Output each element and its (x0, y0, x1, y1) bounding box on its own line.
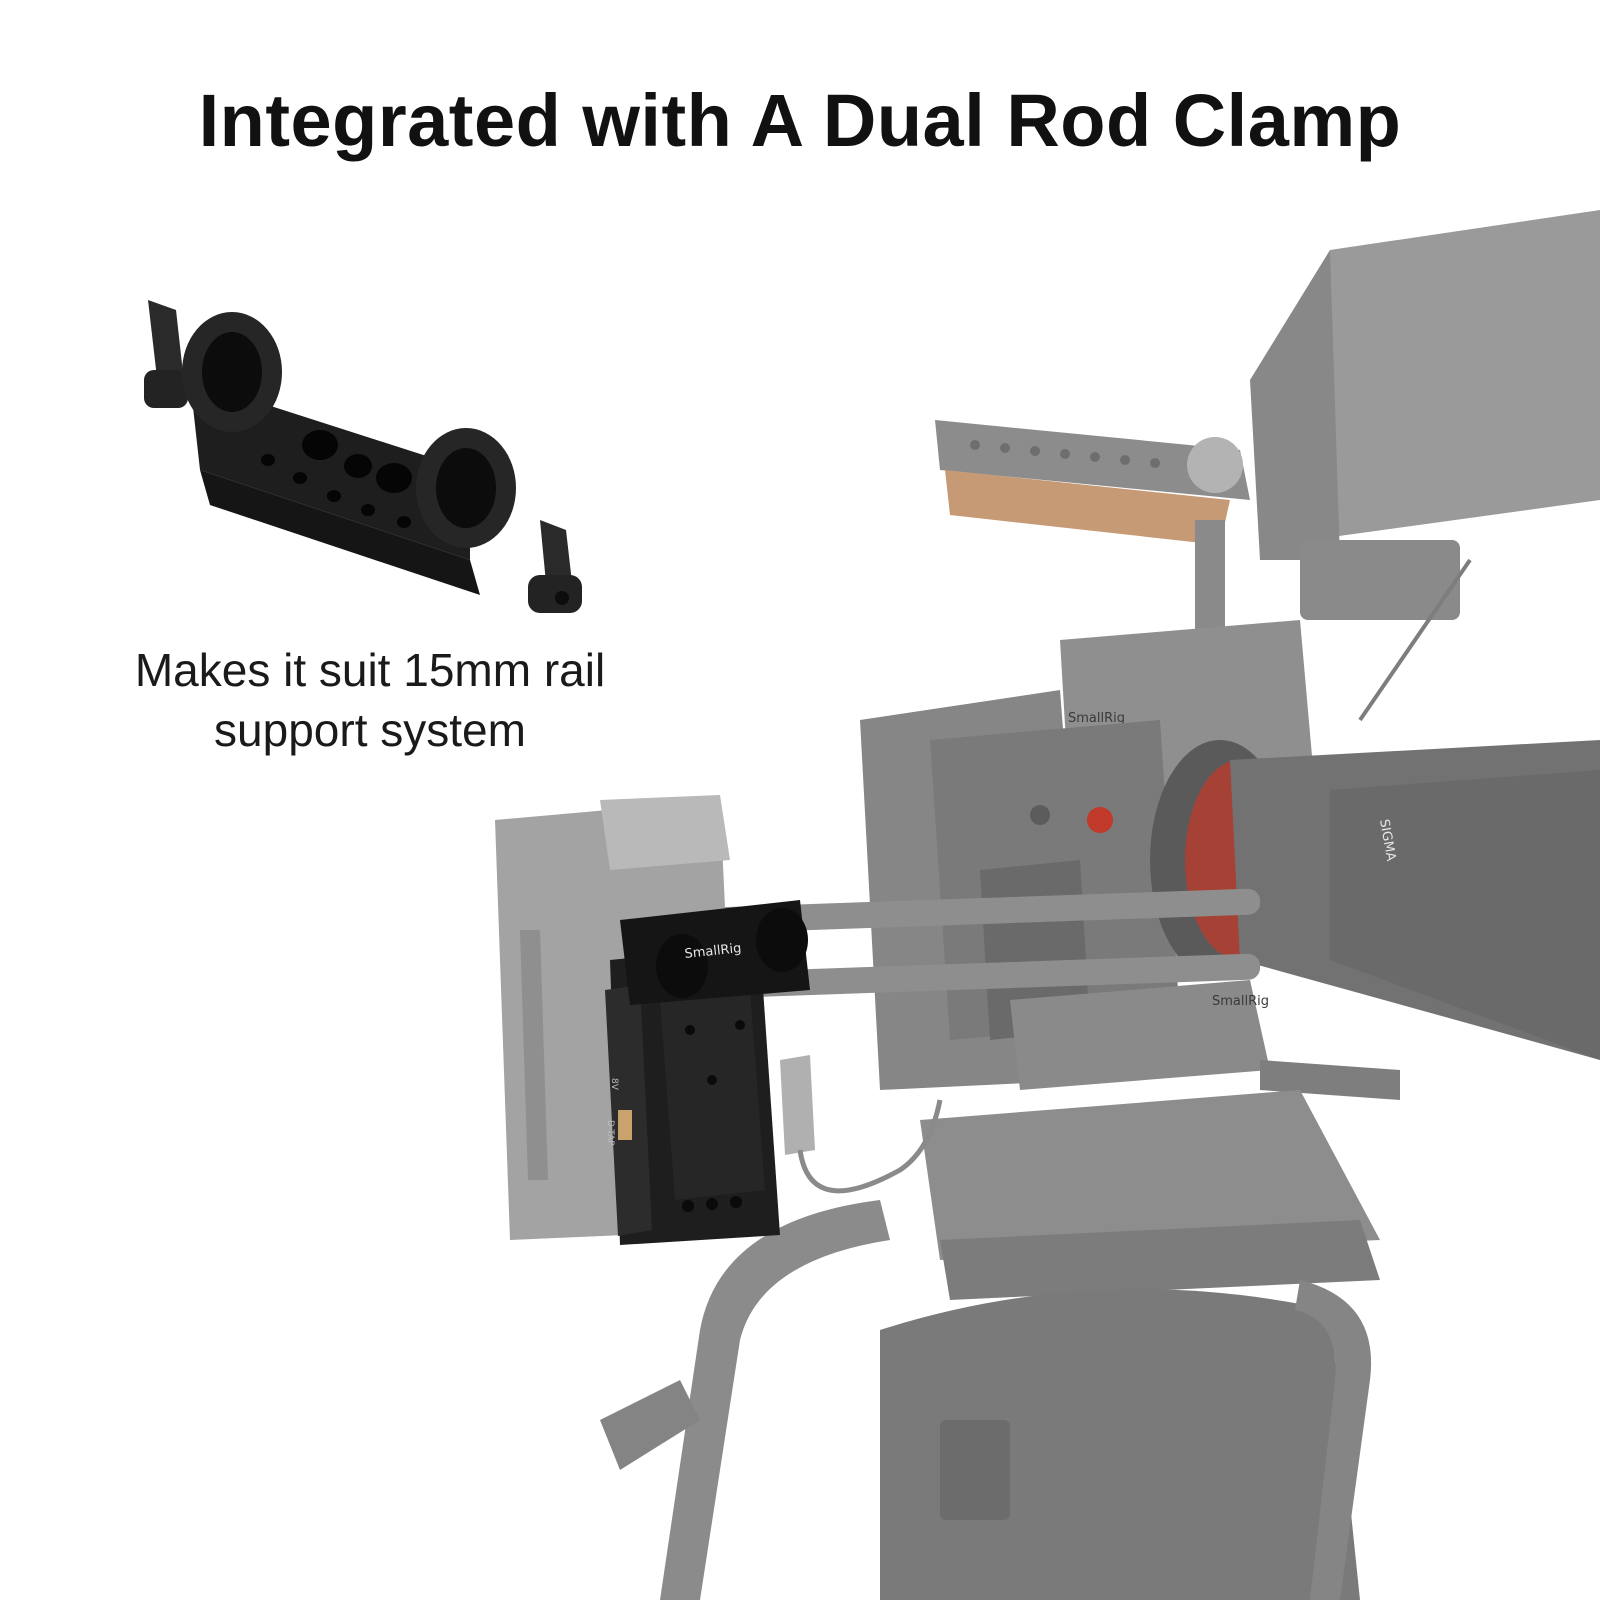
battery-plate-assembly: D-TAP 8V SmallRig (495, 795, 943, 1245)
volt-label: 8V (609, 1078, 619, 1091)
camera-rig: SmallRig SIGMA SmallRig (600, 210, 1600, 1600)
dual-rod-clamp (144, 300, 582, 613)
caption-line-1: Makes it suit 15mm rail (134, 644, 606, 696)
feature-caption: Makes it suit 15mm rail support system (60, 640, 680, 760)
caption-line-2: support system (214, 704, 526, 756)
cage-brand-text: SmallRig (1068, 711, 1125, 726)
baseplate-brand-text: SmallRig (1212, 994, 1269, 1009)
lens-brand-text: SIGMA (1376, 818, 1398, 862)
dtap-label: D-TAP (605, 1120, 615, 1146)
headline: Integrated with A Dual Rod Clamp (198, 79, 1402, 162)
clamp-brand-text: SmallRig (684, 941, 742, 962)
